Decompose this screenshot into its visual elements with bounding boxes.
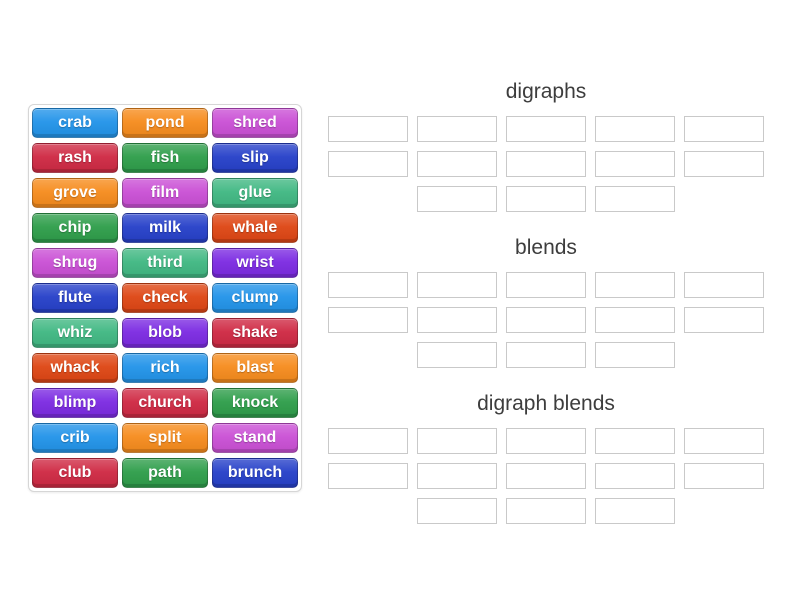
slot-row bbox=[328, 463, 764, 489]
word-tile[interactable]: split bbox=[122, 423, 208, 453]
word-tile[interactable]: crib bbox=[32, 423, 118, 453]
drop-slot[interactable] bbox=[417, 342, 497, 368]
drop-slot[interactable] bbox=[506, 498, 586, 524]
word-tile[interactable]: shred bbox=[212, 108, 298, 138]
drop-slot[interactable] bbox=[417, 307, 497, 333]
word-tile[interactable]: chip bbox=[32, 213, 118, 243]
group-title: blends bbox=[515, 236, 577, 259]
group-title: digraph blends bbox=[477, 392, 615, 415]
slot-row bbox=[328, 272, 764, 298]
drop-slot[interactable] bbox=[506, 428, 586, 454]
drop-slot[interactable] bbox=[506, 186, 586, 212]
drop-slot[interactable] bbox=[595, 498, 675, 524]
word-tile[interactable]: glue bbox=[212, 178, 298, 208]
drop-slot[interactable] bbox=[684, 428, 764, 454]
drop-slot[interactable] bbox=[595, 307, 675, 333]
word-tile[interactable]: film bbox=[122, 178, 208, 208]
word-tile[interactable]: club bbox=[32, 458, 118, 488]
word-tile[interactable]: third bbox=[122, 248, 208, 278]
drop-slot[interactable] bbox=[506, 116, 586, 142]
word-tile[interactable]: blob bbox=[122, 318, 208, 348]
word-tile[interactable]: knock bbox=[212, 388, 298, 418]
word-tile[interactable]: brunch bbox=[212, 458, 298, 488]
word-tile[interactable]: rash bbox=[32, 143, 118, 173]
drop-slot[interactable] bbox=[328, 151, 408, 177]
drop-slot[interactable] bbox=[595, 342, 675, 368]
drop-slot[interactable] bbox=[417, 272, 497, 298]
drop-slot[interactable] bbox=[328, 463, 408, 489]
slot-row bbox=[328, 428, 764, 454]
word-tile[interactable]: milk bbox=[122, 213, 208, 243]
word-tile[interactable]: blast bbox=[212, 353, 298, 383]
word-tile[interactable]: rich bbox=[122, 353, 208, 383]
word-tile[interactable]: path bbox=[122, 458, 208, 488]
drop-slot[interactable] bbox=[417, 498, 497, 524]
word-tile[interactable]: slip bbox=[212, 143, 298, 173]
word-tile[interactable]: whiz bbox=[32, 318, 118, 348]
word-tile[interactable]: blimp bbox=[32, 388, 118, 418]
slot-row bbox=[328, 307, 764, 333]
drop-slot[interactable] bbox=[684, 307, 764, 333]
drop-slot[interactable] bbox=[506, 272, 586, 298]
drop-slot[interactable] bbox=[595, 151, 675, 177]
slot-row bbox=[328, 151, 764, 177]
word-tile[interactable]: shrug bbox=[32, 248, 118, 278]
drop-slot[interactable] bbox=[506, 342, 586, 368]
drop-slot[interactable] bbox=[595, 116, 675, 142]
drop-slot[interactable] bbox=[684, 116, 764, 142]
word-tile[interactable]: whack bbox=[32, 353, 118, 383]
word-tile[interactable]: crab bbox=[32, 108, 118, 138]
drop-slot[interactable] bbox=[328, 272, 408, 298]
group-title: digraphs bbox=[505, 80, 587, 103]
word-tile[interactable]: church bbox=[122, 388, 208, 418]
slot-row bbox=[328, 116, 764, 142]
category-group: blends bbox=[328, 234, 764, 368]
drop-slot[interactable] bbox=[506, 463, 586, 489]
drop-slot[interactable] bbox=[684, 272, 764, 298]
drop-slot[interactable] bbox=[328, 307, 408, 333]
slot-row bbox=[328, 342, 764, 368]
drop-slot[interactable] bbox=[595, 272, 675, 298]
drop-slot[interactable] bbox=[417, 463, 497, 489]
category-group: digraphs bbox=[328, 78, 764, 212]
word-tile[interactable]: fish bbox=[122, 143, 208, 173]
drop-slot[interactable] bbox=[595, 186, 675, 212]
drop-slot[interactable] bbox=[417, 116, 497, 142]
word-tile[interactable]: pond bbox=[122, 108, 208, 138]
drop-slot[interactable] bbox=[595, 428, 675, 454]
word-tile[interactable]: flute bbox=[32, 283, 118, 313]
drop-slot[interactable] bbox=[328, 428, 408, 454]
drop-slot[interactable] bbox=[417, 151, 497, 177]
word-tile[interactable]: clump bbox=[212, 283, 298, 313]
word-tile[interactable]: stand bbox=[212, 423, 298, 453]
drop-slot[interactable] bbox=[417, 186, 497, 212]
word-tile[interactable]: wrist bbox=[212, 248, 298, 278]
category-group: digraph blends bbox=[328, 390, 764, 524]
slot-row bbox=[328, 186, 764, 212]
drop-slot[interactable] bbox=[328, 116, 408, 142]
word-tile[interactable]: check bbox=[122, 283, 208, 313]
word-tile[interactable]: shake bbox=[212, 318, 298, 348]
word-tile[interactable]: grove bbox=[32, 178, 118, 208]
category-groups: digraphs blends digraph blends bbox=[328, 78, 764, 524]
drop-slot[interactable] bbox=[506, 151, 586, 177]
drop-slot[interactable] bbox=[684, 151, 764, 177]
drop-slot[interactable] bbox=[417, 428, 497, 454]
drop-slot[interactable] bbox=[595, 463, 675, 489]
slot-row bbox=[328, 498, 764, 524]
drop-slot[interactable] bbox=[684, 463, 764, 489]
drop-slot[interactable] bbox=[506, 307, 586, 333]
word-tile[interactable]: whale bbox=[212, 213, 298, 243]
